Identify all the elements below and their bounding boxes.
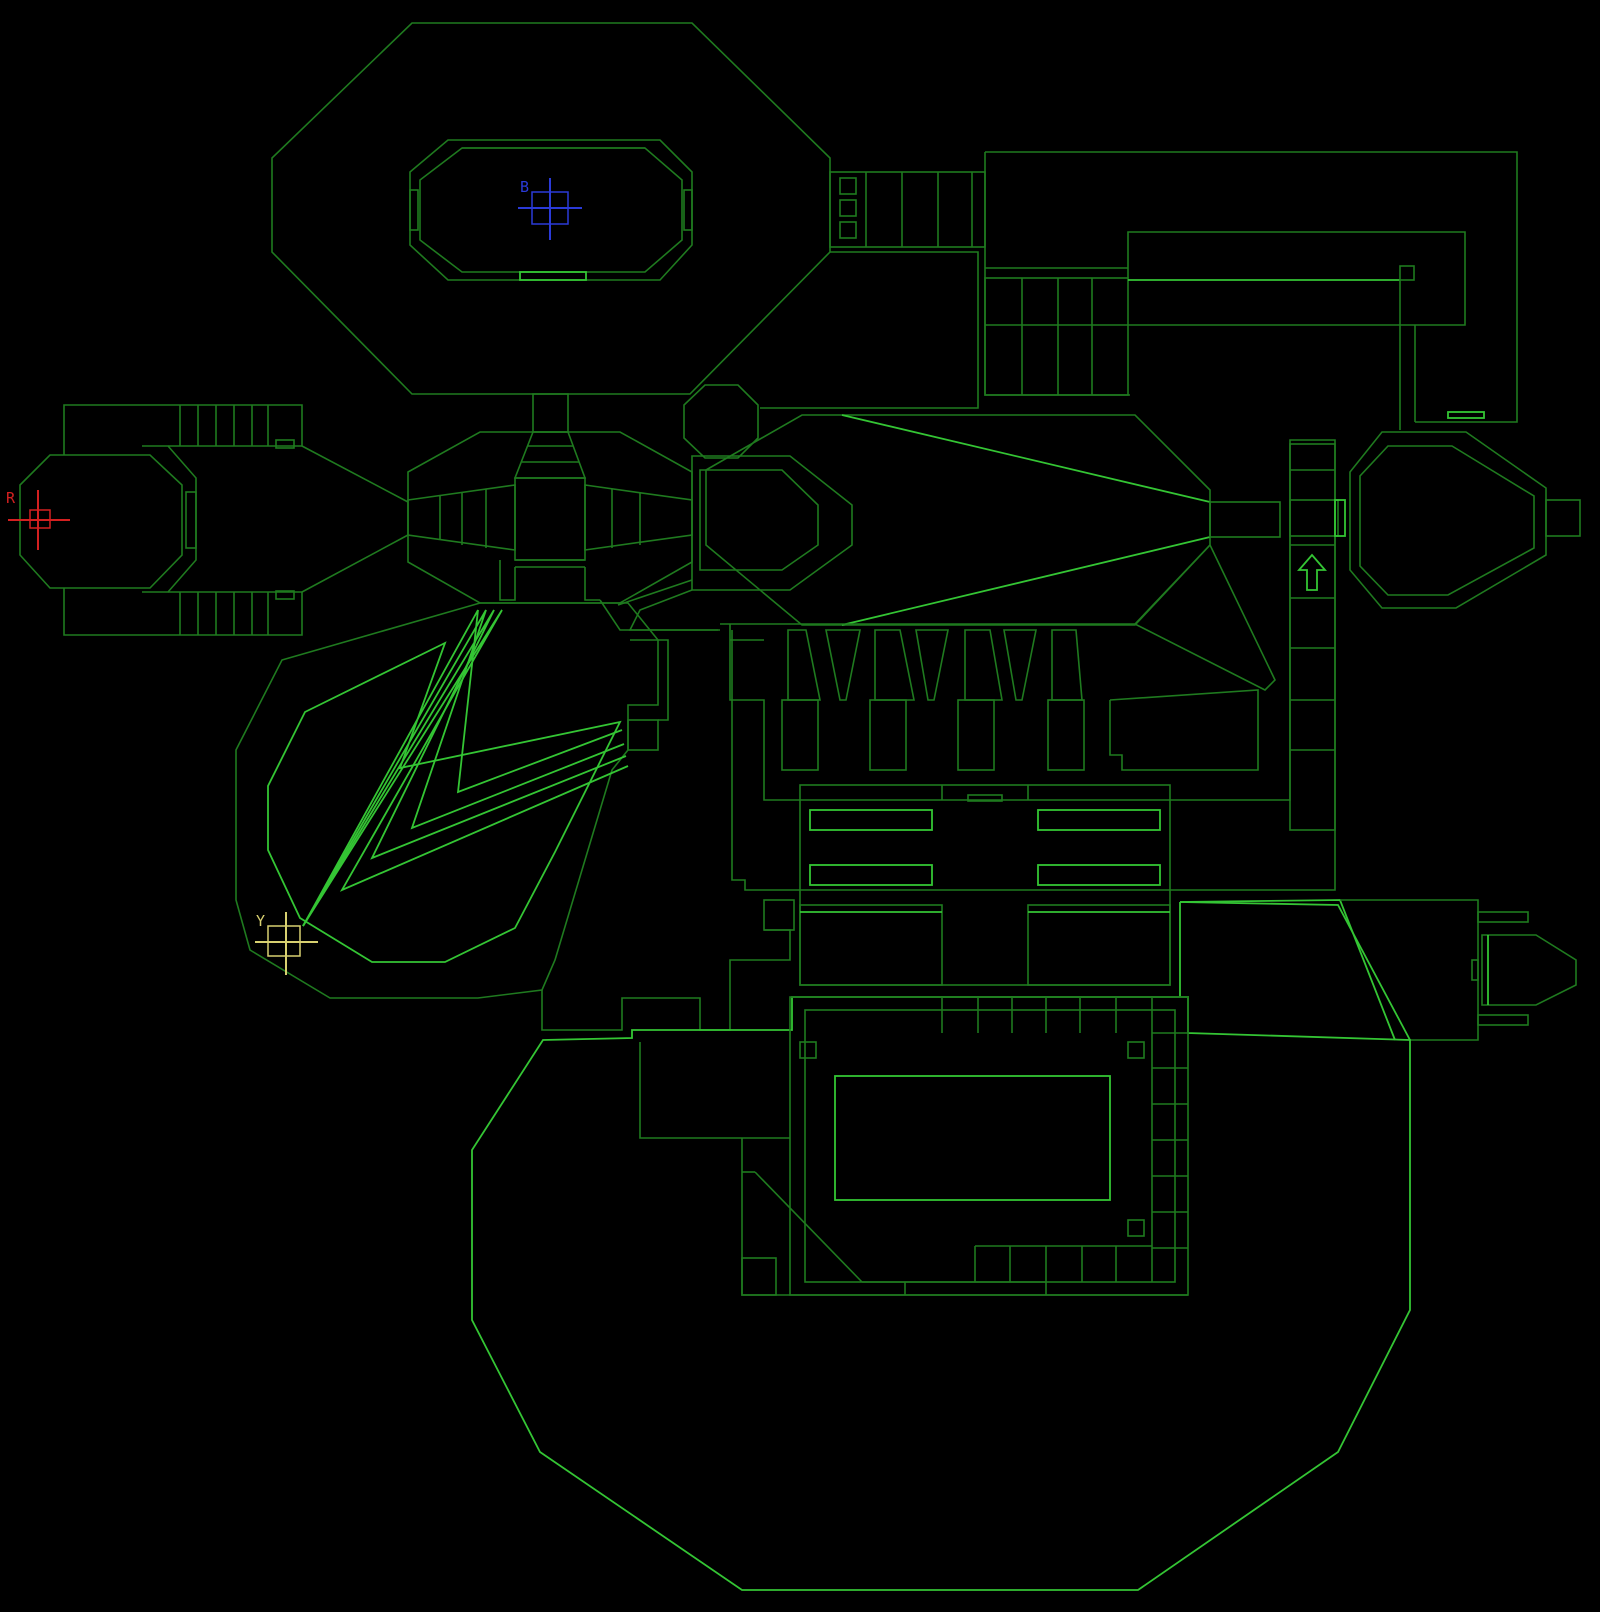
blue-key-marker: B <box>518 178 582 240</box>
teeth-room <box>720 439 1346 891</box>
red-key-label: R <box>6 489 16 507</box>
diamond-hall <box>617 414 1281 631</box>
central-hub <box>407 384 759 604</box>
top-octagon-room <box>271 22 831 395</box>
blue-key-label: B <box>520 178 529 196</box>
courtyard <box>471 902 1411 1591</box>
upper-right-area <box>760 151 1518 430</box>
lightning-room <box>235 599 720 999</box>
yellow-key-marker: Y <box>255 912 318 975</box>
yellow-key-label: Y <box>256 912 265 930</box>
east-round-room <box>1349 431 1581 609</box>
central-block <box>541 784 1171 1031</box>
southeast-exit <box>1179 899 1577 1041</box>
red-key-marker: R <box>6 489 70 550</box>
player-arrow-icon <box>1297 553 1327 591</box>
left-wing-room <box>19 404 409 636</box>
